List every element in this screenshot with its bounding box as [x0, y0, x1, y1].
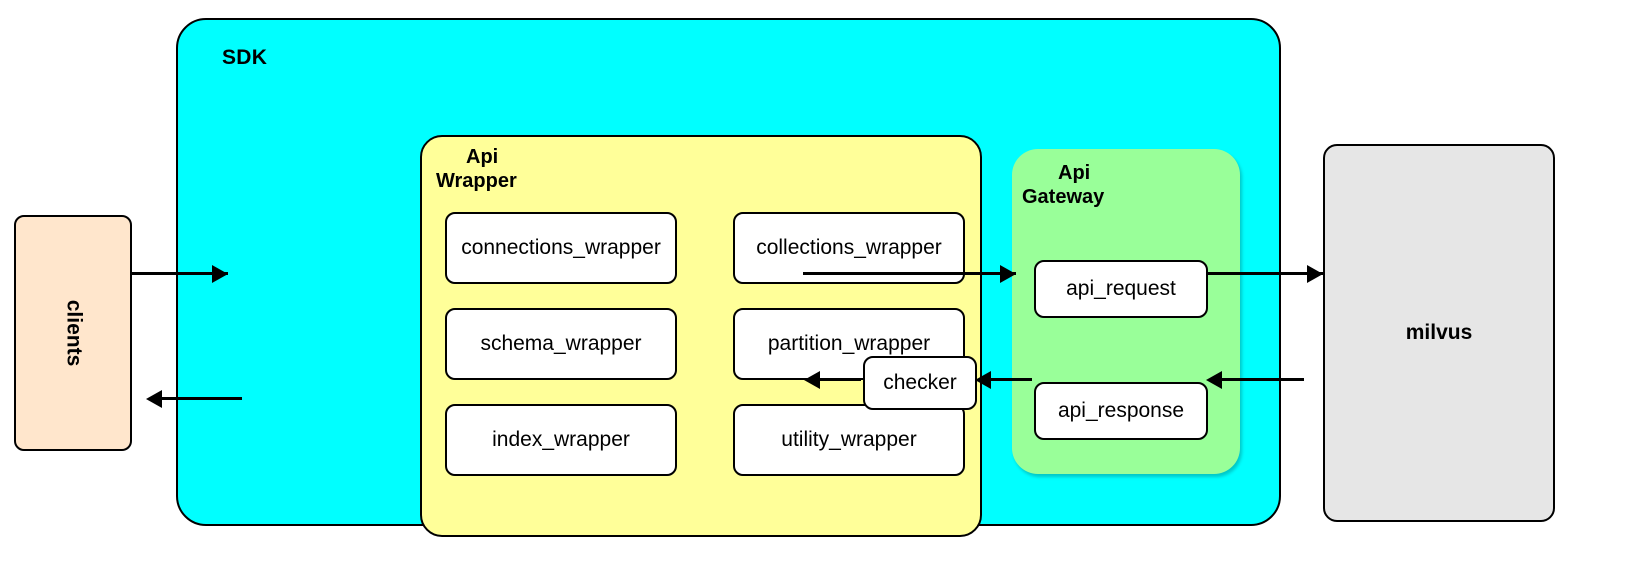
connector-wrapper-to-clients-arrow-icon: [146, 390, 162, 408]
node-label: connections_wrapper: [461, 236, 661, 259]
node-checker[interactable]: checker: [863, 356, 977, 410]
node-api-request[interactable]: api_request: [1034, 260, 1208, 318]
api-gateway-container[interactable]: Api Gateway api_request api_response: [1012, 149, 1240, 474]
node-label: schema_wrapper: [480, 332, 642, 355]
connector-wrapper-to-gateway-arrow-icon: [1000, 265, 1016, 283]
node-label: api_response: [1057, 399, 1185, 422]
sdk-label: SDK: [222, 46, 268, 69]
connector-milvus-to-gateway-line: [1222, 378, 1304, 381]
connector-milvus-to-gateway-arrow-icon: [1206, 371, 1222, 389]
node-connections-wrapper[interactable]: connections_wrapper: [445, 212, 677, 284]
api-wrapper-container[interactable]: Api Wrapper connections_wrapper collecti…: [420, 135, 982, 537]
connector-clients-to-wrapper-line: [132, 272, 228, 275]
connector-wrapper-to-clients-line: [162, 397, 242, 400]
node-utility-wrapper[interactable]: utility_wrapper: [733, 404, 965, 476]
connector-wrapper-to-gateway-line: [803, 272, 1016, 275]
clients-node[interactable]: clients: [14, 215, 132, 451]
connector-clients-to-wrapper-arrow-icon: [212, 265, 228, 283]
node-schema-wrapper[interactable]: schema_wrapper: [445, 308, 677, 380]
api-gateway-label: Api Gateway: [1022, 162, 1105, 209]
connector-checker-to-wrapper-arrow-icon: [804, 371, 820, 389]
node-label: utility_wrapper: [781, 428, 917, 451]
node-index-wrapper[interactable]: index_wrapper: [445, 404, 677, 476]
node-label: api_request: [1066, 277, 1176, 300]
node-label: checker: [883, 371, 957, 394]
sdk-container[interactable]: SDK Api Wrapper connections_wrapper coll…: [176, 18, 1281, 537]
node-label: collections_wrapper: [756, 236, 942, 259]
milvus-label: milvus: [1405, 321, 1473, 344]
node-api-response[interactable]: api_response: [1034, 382, 1208, 440]
connector-gateway-to-milvus-line: [1206, 272, 1323, 275]
node-label: partition_wrapper: [767, 332, 931, 355]
connector-gateway-to-milvus-arrow-icon: [1307, 265, 1323, 283]
connector-gateway-to-checker-arrow-icon: [975, 371, 991, 389]
connector-checker-to-wrapper-line: [820, 378, 861, 381]
api-wrapper-label: Api Wrapper: [436, 146, 517, 193]
node-label: index_wrapper: [492, 428, 630, 451]
milvus-node[interactable]: milvus: [1323, 144, 1555, 522]
connector-gateway-to-checker-line: [991, 378, 1032, 381]
clients-label: clients: [62, 299, 85, 367]
